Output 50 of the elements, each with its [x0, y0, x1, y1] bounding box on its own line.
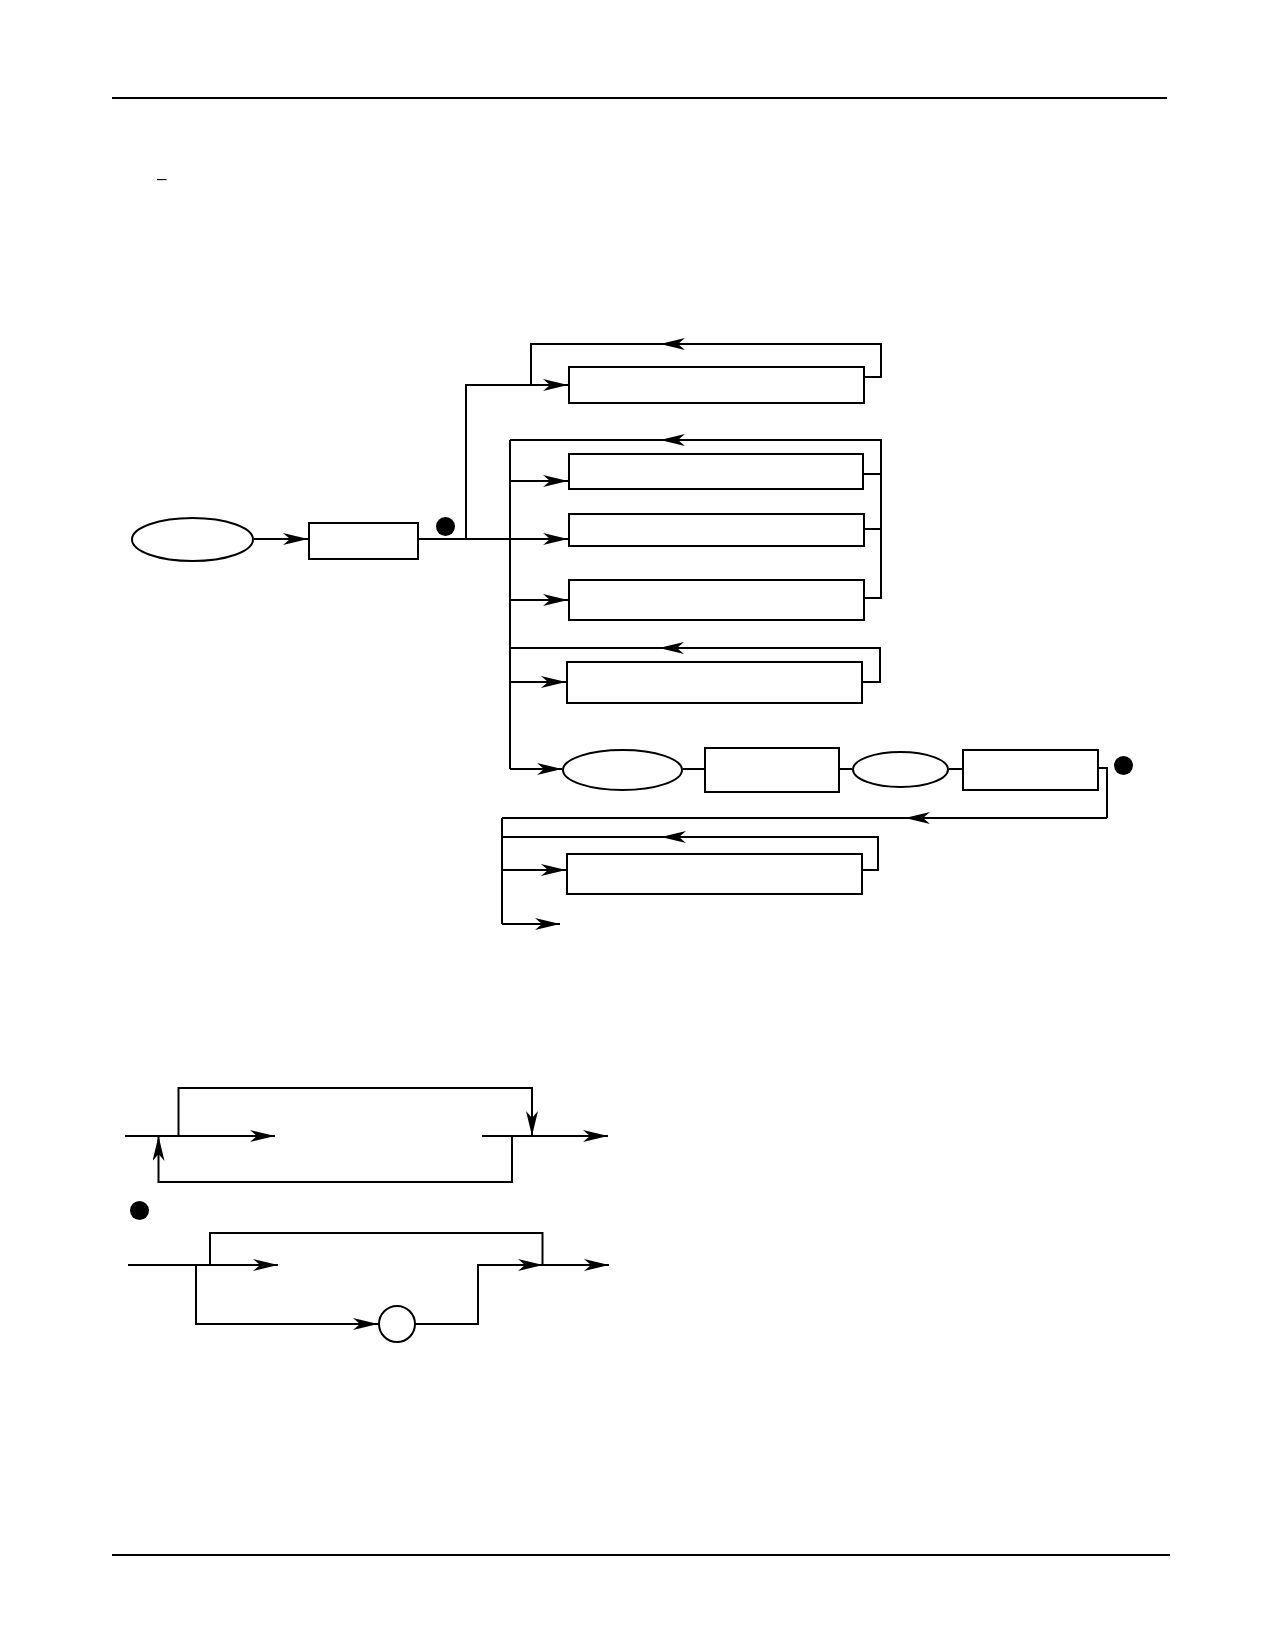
- arrow: [501, 864, 567, 876]
- connector-line: [509, 599, 511, 649]
- arrow: [509, 676, 567, 688]
- connector-line: [880, 473, 882, 530]
- connector-line: [948, 768, 963, 770]
- connector-line: [501, 817, 503, 838]
- connector-line: [501, 836, 503, 871]
- connector-line: [465, 538, 511, 540]
- process-box: [308, 522, 419, 560]
- connector-line: [509, 647, 511, 683]
- return-arrow: [509, 642, 881, 683]
- process-box: [568, 513, 865, 547]
- return-arrow: [530, 338, 882, 386]
- ellipse-node: [852, 751, 949, 788]
- ellipse-node: [131, 517, 254, 562]
- connector-line: [509, 538, 511, 601]
- arrow: [509, 763, 563, 775]
- process-box: [704, 747, 840, 793]
- connector-line: [1098, 767, 1108, 819]
- connector-line: [864, 528, 882, 599]
- return-arrow: [509, 434, 882, 475]
- process-box: [566, 661, 863, 704]
- connector-line: [509, 681, 511, 770]
- process-box: [568, 579, 865, 621]
- process-box: [568, 453, 864, 490]
- connector-line: [839, 768, 853, 770]
- arrow: [501, 918, 561, 930]
- connector-line: [509, 439, 511, 482]
- process-box: [566, 853, 863, 895]
- connector-line: [509, 480, 511, 540]
- arrow: [509, 475, 569, 487]
- ellipse-node: [562, 749, 683, 791]
- arrow: [530, 379, 569, 391]
- connector-line: [465, 384, 532, 540]
- connector-line: [682, 768, 705, 770]
- arrow: [509, 594, 569, 606]
- connector-line: [418, 538, 467, 540]
- connector-line: [863, 473, 882, 475]
- return-arrow: [501, 831, 879, 871]
- arrow: [415, 1259, 610, 1325]
- dash-label: –: [157, 168, 167, 190]
- arrow: [509, 533, 569, 545]
- connector-circle: [378, 1305, 416, 1343]
- process-box: [568, 366, 865, 404]
- connector-line: [864, 528, 882, 530]
- arrow: [127, 1264, 379, 1330]
- process-box: [962, 749, 1099, 791]
- connector-line: [501, 869, 503, 925]
- arrow: [253, 533, 309, 545]
- return-arrow: [501, 812, 1108, 824]
